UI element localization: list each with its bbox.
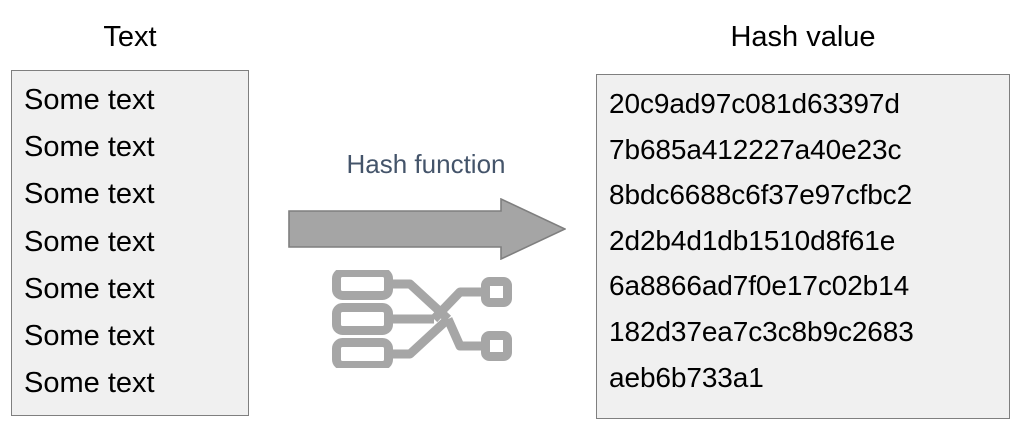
hash-line: 20c9ad97c081d63397d (609, 88, 900, 119)
hash-function-label: Hash function (346, 149, 506, 179)
text-column-title: Text (103, 21, 157, 53)
hash-line: 8bdc6688c6f37e97cfbc2 (609, 179, 913, 211)
text-line: Some text (24, 84, 155, 116)
hash-network-icon-shape (332, 268, 512, 370)
text-line: Some text (24, 320, 155, 353)
right-arrow-shape (288, 197, 567, 261)
hash-line: 7b685a412227a40e23c (609, 133, 902, 165)
hash-value-panel: 20c9ad97c081d63397d 7b685a412227a40e23c … (596, 74, 1010, 419)
hash-network-icon (330, 268, 520, 370)
text-line: Some text (24, 225, 155, 258)
hash-line: 6a8866ad7f0e17c02b14 (609, 270, 910, 302)
hash-value-lines: 20c9ad97c081d63397d 7b685a412227a40e23c … (609, 81, 1001, 400)
hash-line: 2d2b4d1db1510d8f61e (609, 224, 896, 256)
right-arrow-icon (288, 197, 567, 261)
text-line: Some text (24, 367, 155, 400)
hash-line: aeb6b733a1 (609, 361, 764, 393)
input-text-lines: Some text Some text Some text Some text … (24, 77, 240, 407)
hash-line: 182d37ea7c3c8b9c2683 (609, 315, 914, 347)
text-line: Some text (24, 178, 155, 211)
input-text-panel: Some text Some text Some text Some text … (11, 70, 249, 416)
text-line: Some text (24, 131, 155, 164)
hash-value-column-title: Hash value (730, 21, 876, 53)
text-line: Some text (24, 272, 155, 305)
